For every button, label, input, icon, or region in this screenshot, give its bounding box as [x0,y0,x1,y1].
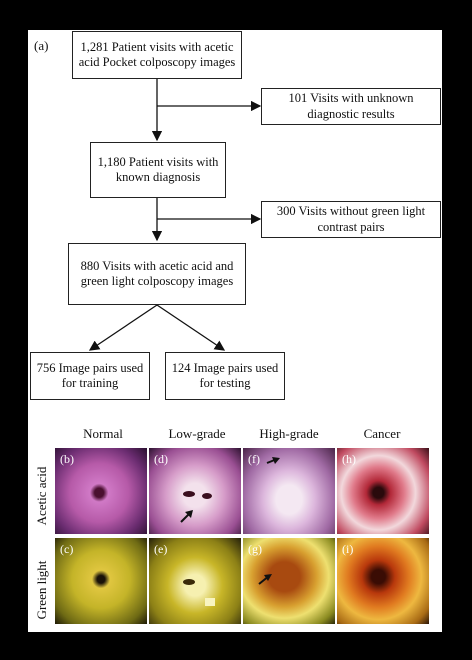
tag-g: (g) [248,542,262,556]
image-green-low-grade: (e) [149,538,241,624]
connector-3-test [156,304,226,351]
tag-b: (b) [60,452,74,466]
tag-c: (c) [60,542,74,556]
arrow-marker-icon [180,491,212,523]
image-green-normal: (c) [55,538,147,624]
tag-d: (d) [154,452,168,466]
column-header-normal: Normal [83,426,123,441]
image-green-high-grade: (g) [243,538,335,624]
row-header-acetic-acid: Acetic acid [34,466,49,526]
box-excluded-no-green: 300 Visits without green light contrast … [261,201,441,238]
tag-e: (e) [154,542,168,556]
box-training-set: 756 Image pairs used for training [30,352,150,400]
row-header-green-light: Green light [34,560,49,620]
tag-i: (i) [342,542,354,556]
image-acetic-low-grade: (d) [149,448,241,534]
arrow-marker-icon [258,574,272,585]
lesion-overlay [183,579,215,606]
image-acetic-normal: (b) [55,448,147,534]
box-known-diagnosis: 1,180 Patient visits with known diagnosi… [90,142,226,198]
box-paired-images: 880 Visits with acetic acid and green li… [68,243,246,305]
image-acetic-high-grade: (f) [243,448,335,534]
box-testing-set: 124 Image pairs used for testing [165,352,285,400]
column-header-low-grade: Low-grade [168,426,226,441]
box-total-visits: 1,281 Patient visits with acetic acid Po… [72,31,242,79]
tag-f: (f) [248,452,260,466]
panel-a-label: (a) [34,38,49,53]
column-header-cancer: Cancer [363,426,401,441]
box-excluded-unknown: 101 Visits with unknown diagnostic resul… [261,88,441,125]
flow-connectors [88,79,262,351]
arrow-marker-icon [266,457,280,464]
column-header-high-grade: High-grade [259,426,319,441]
tag-h: (h) [342,452,356,466]
image-acetic-cancer: (h) [337,448,429,534]
connector-3-train [88,304,158,351]
figure-panel: (a) 1,281 Patient visits with acetic aci… [28,30,442,632]
image-green-cancer: (i) [337,538,429,624]
